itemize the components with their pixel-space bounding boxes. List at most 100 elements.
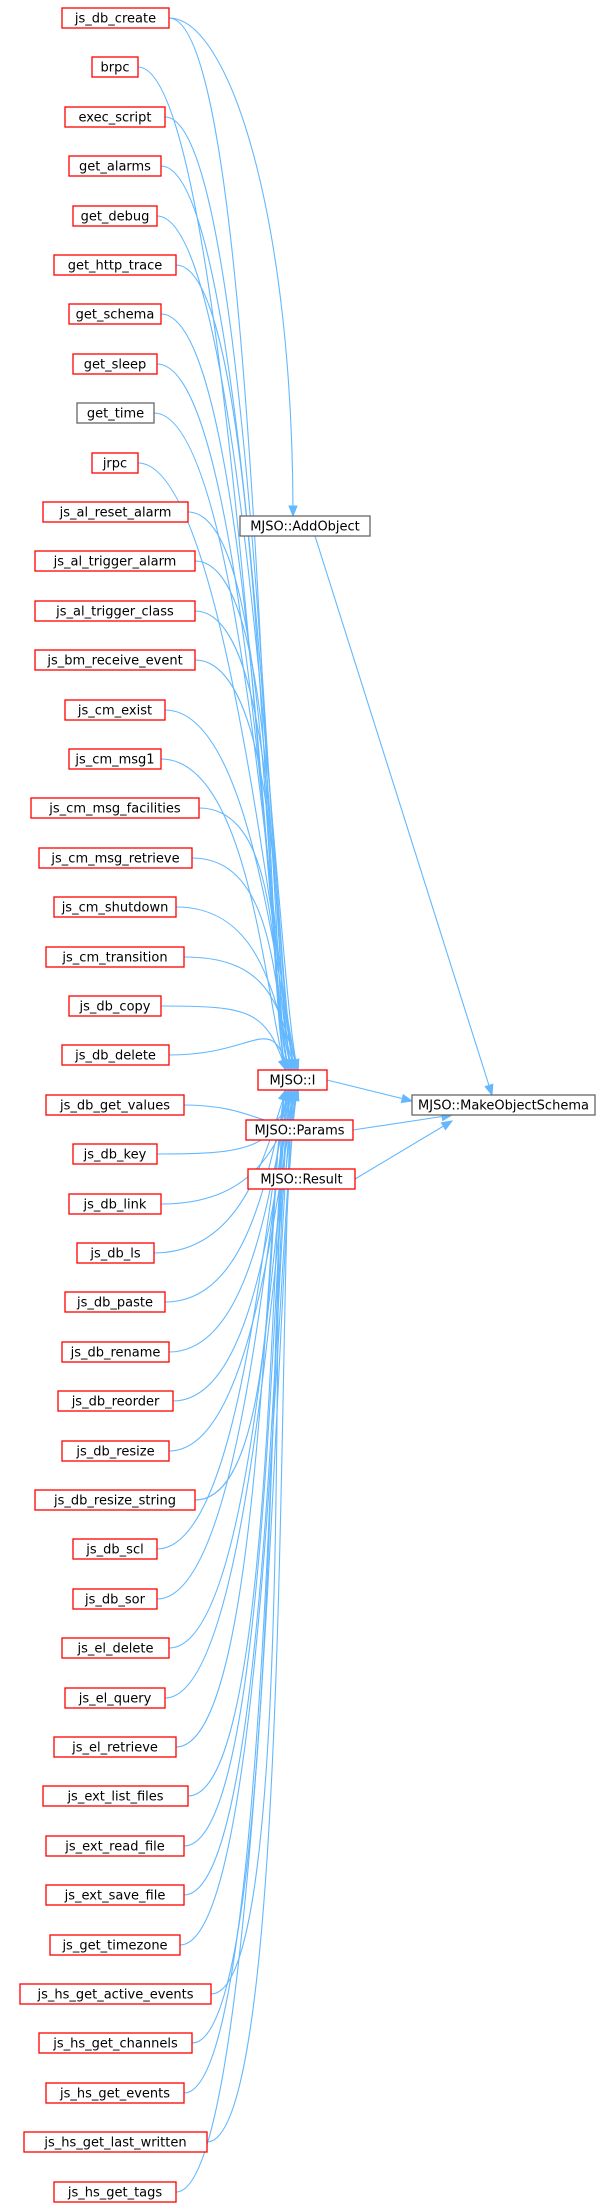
caller-node-js-ext-read-file[interactable]: js_ext_read_file <box>45 1835 185 1857</box>
caller-node-get-schema[interactable]: get_schema <box>68 303 162 325</box>
caller-node-js-db-rename[interactable]: js_db_rename <box>61 1341 170 1363</box>
caller-node-js-db-delete[interactable]: js_db_delete <box>61 1044 170 1066</box>
edge-js-hs-get-active-events-to-mjso-i <box>210 1089 287 1995</box>
middle-node-mjso-i-box <box>257 1069 328 1091</box>
caller-node-brpc[interactable]: brpc <box>91 56 139 78</box>
caller-node-get-alarms[interactable]: get_alarms <box>68 155 162 177</box>
caller-node-js-bm-receive-event[interactable]: js_bm_receive_event <box>34 649 196 671</box>
caller-node-js-db-ls-box <box>76 1242 155 1264</box>
caller-node-jrpc[interactable]: jrpc <box>91 452 139 474</box>
caller-node-js-db-link[interactable]: js_db_link <box>68 1193 162 1215</box>
caller-node-get-sleep[interactable]: get_sleep <box>72 353 158 375</box>
caller-node-js-db-resize-string-label: js_db_resize_string <box>53 1494 176 1509</box>
caller-node-js-get-timezone[interactable]: js_get_timezone <box>49 1934 181 1956</box>
caller-node-js-db-scl[interactable]: js_db_scl <box>72 1538 158 1560</box>
caller-node-js-hs-get-events-box <box>45 2082 185 2104</box>
caller-node-js-el-delete-box <box>61 1637 170 1659</box>
caller-node-get-alarms-label: get_alarms <box>79 160 151 175</box>
caller-node-brpc-box <box>91 56 139 78</box>
caller-node-js-db-scl-label: js_db_scl <box>85 1543 143 1558</box>
caller-node-js-cm-transition[interactable]: js_cm_transition <box>45 946 185 968</box>
caller-node-js-db-paste[interactable]: js_db_paste <box>64 1291 166 1313</box>
caller-node-js-db-get-values[interactable]: js_db_get_values <box>45 1094 185 1116</box>
caller-node-js-cm-shutdown[interactable]: js_cm_shutdown <box>53 896 177 918</box>
caller-node-exec-script-box <box>64 106 166 128</box>
caller-node-js-cm-shutdown-box <box>53 896 177 918</box>
caller-node-js-al-reset-alarm-box <box>42 501 189 523</box>
caller-node-js-cm-msg1[interactable]: js_cm_msg1 <box>68 748 162 770</box>
caller-node-js-db-key[interactable]: js_db_key <box>72 1143 158 1165</box>
edge-js-db-get-values-to-mjso-i <box>183 1089 293 1122</box>
middle-node-mjso-addobject[interactable]: MJSO::AddObject <box>239 515 371 537</box>
caller-node-js-el-delete[interactable]: js_el_delete <box>61 1637 170 1659</box>
caller-node-js-db-key-box <box>72 1143 158 1165</box>
caller-node-js-cm-msg-facilities[interactable]: js_cm_msg_facilities <box>30 797 200 819</box>
edge-js-al-trigger-class-to-mjso-i <box>194 610 293 1071</box>
caller-node-js-db-create[interactable]: js_db_create <box>61 7 170 29</box>
caller-node-js-db-resize[interactable]: js_db_resize <box>61 1440 170 1462</box>
caller-node-js-db-copy-box <box>68 995 162 1017</box>
caller-node-js-db-reorder[interactable]: js_db_reorder <box>57 1390 174 1412</box>
caller-node-js-el-query-box <box>64 1687 166 1709</box>
caller-node-js-db-sor[interactable]: js_db_sor <box>72 1588 158 1610</box>
caller-node-get-debug-box <box>72 205 158 227</box>
caller-node-js-db-delete-label: js_db_delete <box>74 1049 156 1064</box>
caller-node-js-db-scl-box <box>72 1538 158 1560</box>
caller-node-brpc-label: brpc <box>101 61 130 76</box>
edge-get-alarms-to-mjso-i <box>160 165 296 1071</box>
caller-node-js-hs-get-events[interactable]: js_hs_get_events <box>45 2082 185 2104</box>
caller-node-js-ext-list-files[interactable]: js_ext_list_files <box>42 1785 189 1807</box>
edge-js-cm-shutdown-to-mjso-i <box>175 906 296 1071</box>
middle-node-mjso-result-label: MJSO::Result <box>260 1173 342 1188</box>
caller-node-js-al-trigger-alarm[interactable]: js_al_trigger_alarm <box>34 550 196 572</box>
caller-node-js-cm-msg1-label: js_cm_msg1 <box>74 753 154 768</box>
middle-node-mjso-params[interactable]: MJSO::Params <box>245 1119 354 1141</box>
edge-js-cm-msg-retrieve-to-mjso-i <box>191 857 293 1071</box>
caller-node-js-cm-shutdown-label: js_cm_shutdown <box>61 901 169 916</box>
caller-node-js-get-timezone-label: js_get_timezone <box>61 1939 167 1954</box>
edge-params-to-target <box>352 1114 453 1131</box>
caller-node-get-http-trace[interactable]: get_http_trace <box>53 254 177 276</box>
edge-js-al-reset-alarm-to-mjso-i <box>187 511 287 1071</box>
edge-js-db-create-to-mjso-i <box>168 17 287 1071</box>
caller-node-js-cm-exist-label: js_cm_exist <box>77 704 152 719</box>
caller-node-js-ext-list-files-box <box>42 1785 189 1807</box>
caller-node-js-db-ls[interactable]: js_db_ls <box>76 1242 155 1264</box>
caller-node-js-ext-save-file[interactable]: js_ext_save_file <box>45 1884 185 1906</box>
caller-node-js-db-copy[interactable]: js_db_copy <box>68 995 162 1017</box>
target-node-make-object-schema[interactable]: MJSO::MakeObjectSchema <box>411 1094 596 1116</box>
caller-node-js-hs-get-tags[interactable]: js_hs_get_tags <box>53 2181 177 2203</box>
caller-node-js-ext-read-file-label: js_ext_read_file <box>64 1840 165 1855</box>
caller-node-exec-script[interactable]: exec_script <box>64 106 166 128</box>
caller-node-js-db-sor-box <box>72 1588 158 1610</box>
edge-mjso-i-to-target <box>326 1079 413 1102</box>
caller-node-js-cm-exist[interactable]: js_cm_exist <box>64 699 166 721</box>
middle-node-mjso-i[interactable]: MJSO::I <box>257 1069 328 1091</box>
caller-node-js-cm-msg-retrieve[interactable]: js_cm_msg_retrieve <box>38 847 193 869</box>
middle-node-mjso-result[interactable]: MJSO::Result <box>247 1168 356 1190</box>
caller-node-js-al-trigger-class[interactable]: js_al_trigger_class <box>34 600 196 622</box>
caller-node-js-al-reset-alarm[interactable]: js_al_reset_alarm <box>42 501 189 523</box>
edge-js-el-query-to-mjso-i <box>164 1089 299 1699</box>
middle-node-mjso-addobject-label: MJSO::AddObject <box>250 520 360 535</box>
caller-node-js-hs-get-active-events[interactable]: js_hs_get_active_events <box>19 1983 212 2005</box>
caller-node-js-db-resize-string[interactable]: js_db_resize_string <box>34 1489 196 1511</box>
caller-node-js-el-query[interactable]: js_el_query <box>64 1687 166 1709</box>
caller-node-js-cm-msg-retrieve-label: js_cm_msg_retrieve <box>50 852 179 867</box>
caller-node-js-db-reorder-label: js_db_reorder <box>71 1395 160 1410</box>
caller-node-js-hs-get-last-written[interactable]: js_hs_get_last_written <box>23 2131 208 2153</box>
caller-node-js-ext-read-file-box <box>45 1835 185 1857</box>
caller-node-js-el-retrieve-box <box>53 1736 177 1758</box>
caller-node-js-db-delete-box <box>61 1044 170 1066</box>
edge-js-ext-list-files-to-mjso-i <box>187 1089 290 1797</box>
caller-node-js-bm-receive-event-box <box>34 649 196 671</box>
caller-node-js-hs-get-channels[interactable]: js_hs_get_channels <box>38 2032 193 2054</box>
caller-node-get-time[interactable]: get_time <box>76 402 155 424</box>
caller-node-get-debug[interactable]: get_debug <box>72 205 158 227</box>
caller-node-js-el-retrieve[interactable]: js_el_retrieve <box>53 1736 177 1758</box>
arrowhead-addobject <box>288 505 298 518</box>
caller-node-get-sleep-label: get_sleep <box>84 358 146 373</box>
caller-node-js-db-get-values-label: js_db_get_values <box>59 1099 170 1114</box>
edge-js-cm-transition-to-mjso-i <box>183 956 299 1071</box>
edge-js-db-create-to-addobject <box>168 17 294 517</box>
